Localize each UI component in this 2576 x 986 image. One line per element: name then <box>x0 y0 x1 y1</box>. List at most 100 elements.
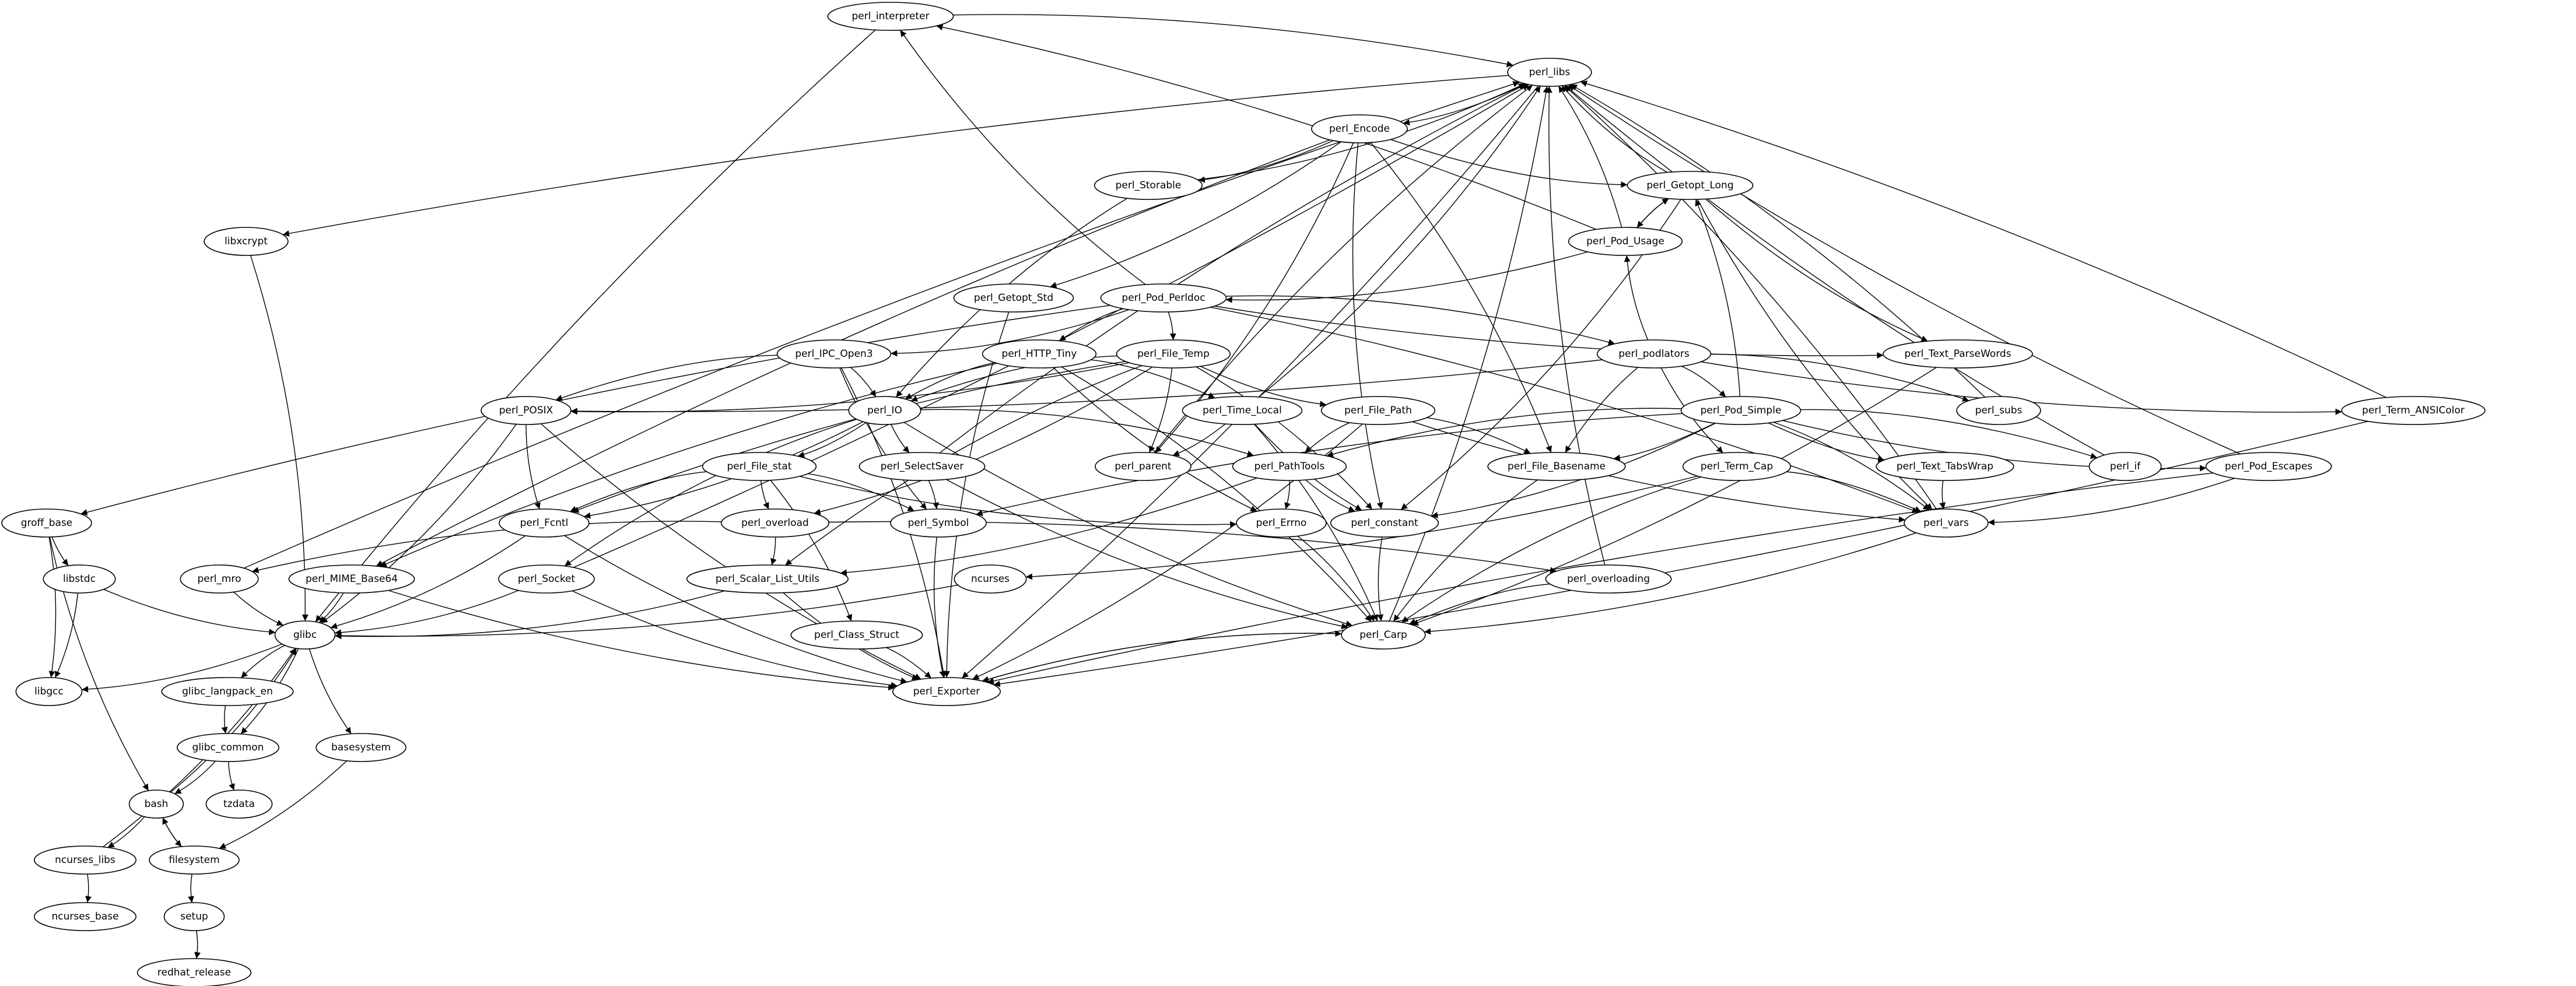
edge-perl_Pod_Perldoc-to-perl_File_Temp <box>1168 311 1176 341</box>
edge-perl_Pod_Perldoc-to-perl_HTTP_Tiny <box>1059 308 1124 342</box>
node-ncurses-base[interactable]: ncurses_base <box>34 902 136 931</box>
node-perl-socket[interactable]: perl_Socket <box>498 564 595 594</box>
node-perl-pathtools[interactable]: perl_PathTools <box>1232 452 1347 481</box>
node-perl-carp[interactable]: perl_Carp <box>1341 620 1426 650</box>
node-perl-overload[interactable]: perl_overload <box>720 508 830 538</box>
node-perl-time-local[interactable]: perl_Time_Local <box>1182 396 1303 425</box>
node-shape <box>1311 114 1408 143</box>
node-perl-overloading[interactable]: perl_overloading <box>1545 564 1672 594</box>
node-perl-scalar-list-utils[interactable]: perl_Scalar_List_Utils <box>686 564 849 594</box>
node-glibc[interactable]: glibc <box>274 620 336 650</box>
edge-filesystem-to-bash <box>162 817 182 847</box>
node-label: perl_libs <box>1529 66 1571 78</box>
node-label: perl_IPC_Open3 <box>795 348 872 360</box>
node-bash[interactable]: bash <box>128 789 184 819</box>
node-perl-parent[interactable]: perl_parent <box>1095 452 1191 481</box>
edge-perl_overloading-to-perl_libs <box>1545 86 1606 566</box>
node-perl-podlators[interactable]: perl_podlators <box>1596 339 1712 369</box>
node-perl-getopt-std[interactable]: perl_Getopt_Std <box>953 283 1074 313</box>
edge-perl_File_Path-to-perl_vars <box>1412 421 1905 523</box>
node-groff-base[interactable]: groff_base <box>1 508 92 538</box>
edge-perl_interpreter-to-perl_libs <box>953 14 1513 68</box>
node-perl-text-parsewords[interactable]: perl_Text_ParseWords <box>1883 339 2033 369</box>
edge-perl_POSIX-to-perl_Exporter <box>541 423 921 680</box>
node-perl-libs[interactable]: perl_libs <box>1507 58 1592 87</box>
node-perl-mro[interactable]: perl_mro <box>180 564 259 594</box>
node-perl-storable[interactable]: perl_Storable <box>1094 171 1203 200</box>
node-perl-errno[interactable]: perl_Errno <box>1236 508 1327 538</box>
edge-perl_Class_Struct-to-perl_Exporter <box>886 647 932 679</box>
node-ncurses-libs[interactable]: ncurses_libs <box>34 845 136 875</box>
node-perl-term-cap[interactable]: perl_Term_Cap <box>1682 452 1792 481</box>
node-perl-fcntl[interactable]: perl_Fcntl <box>499 508 590 538</box>
edge-perl_Exporter-to-perl_Carp <box>982 630 1342 682</box>
node-perl-pod-simple[interactable]: perl_Pod_Simple <box>1680 396 1802 425</box>
node-glibc-common[interactable]: glibc_common <box>176 733 279 762</box>
node-perl-selectsaver[interactable]: perl_SelectSaver <box>858 452 986 481</box>
node-ncurses[interactable]: ncurses <box>954 564 1027 594</box>
node-perl-encode[interactable]: perl_Encode <box>1311 114 1408 143</box>
node-label: glibc_common <box>192 742 264 753</box>
edge-perl_Pod_Perldoc-to-perl_IPC_Open3 <box>891 309 1130 357</box>
node-perl-pod-escapes[interactable]: perl_Pod_Escapes <box>2205 452 2332 481</box>
node-libgcc[interactable]: libgcc <box>15 677 83 706</box>
node-perl-getopt-long[interactable]: perl_Getopt_Long <box>1627 171 1754 200</box>
node-label: perl_overloading <box>1567 573 1650 585</box>
node-glibc-langpack-en[interactable]: glibc_langpack_en <box>161 677 294 706</box>
node-label: perl_File_stat <box>727 461 791 472</box>
node-perl-constant[interactable]: perl_constant <box>1330 508 1439 538</box>
node-label: perl_Class_Struct <box>814 629 899 641</box>
node-libstdc[interactable]: libstdc <box>43 564 116 594</box>
node-filesystem[interactable]: filesystem <box>149 845 240 875</box>
node-perl-file-basename[interactable]: perl_File_Basename <box>1487 452 1626 481</box>
node-shape <box>43 564 116 594</box>
node-basesystem[interactable]: basesystem <box>316 733 406 762</box>
edge-perl_podlators-to-perl_Pod_Usage <box>1624 255 1649 341</box>
edge-perl_IPC_Open3-to-perl_Symbol <box>839 367 927 510</box>
node-perl-vars[interactable]: perl_vars <box>1904 508 1989 538</box>
node-shape <box>1095 452 1191 481</box>
node-perl-mime-base64[interactable]: perl_MIME_Base64 <box>288 564 415 594</box>
node-perl-posix[interactable]: perl_POSIX <box>481 396 572 425</box>
node-redhat-release[interactable]: redhat_release <box>136 958 252 986</box>
edge-perl_Pod_Perldoc-to-perl_Text_ParseWords <box>1214 306 1884 359</box>
node-shape <box>136 958 252 986</box>
node-libxcrypt[interactable]: libxcrypt <box>204 227 289 256</box>
node-perl-ipc-open3[interactable]: perl_IPC_Open3 <box>776 339 892 369</box>
node-perl-pod-perldoc[interactable]: perl_Pod_Perldoc <box>1100 283 1227 313</box>
node-label: perl_overload <box>741 517 809 529</box>
node-shape <box>1094 171 1203 200</box>
edge-perl_Pod_Simple-to-perl_Getopt_Long <box>1695 199 1741 397</box>
edge-perl_Pod_Simple-to-perl_Text_TabsWrap <box>1768 422 1885 462</box>
node-perl-file-temp[interactable]: perl_File_Temp <box>1116 339 1231 369</box>
node-setup[interactable]: setup <box>163 902 225 931</box>
node-label: perl_File_Temp <box>1137 348 1210 360</box>
node-perl-if[interactable]: perl_if <box>2088 452 2162 481</box>
node-shape <box>982 339 1097 369</box>
node-shape <box>1487 452 1626 481</box>
node-perl-pod-usage[interactable]: perl_Pod_Usage <box>1568 227 1683 256</box>
node-shape <box>1341 620 1426 650</box>
node-perl-exporter[interactable]: perl_Exporter <box>892 677 1001 706</box>
node-label: perl_interpreter <box>851 10 929 22</box>
node-perl-http-tiny[interactable]: perl_HTTP_Tiny <box>982 339 1097 369</box>
node-perl-io[interactable]: perl_IO <box>848 396 921 425</box>
node-perl-symbol[interactable]: perl_Symbol <box>890 508 987 538</box>
edge-perl_File_Temp-to-perl_parent <box>1149 367 1173 453</box>
node-perl-class-struct[interactable]: perl_Class_Struct <box>790 620 923 650</box>
node-label: perl_podlators <box>1618 348 1690 360</box>
node-shape <box>1596 339 1712 369</box>
node-perl-file-path[interactable]: perl_File_Path <box>1320 396 1436 425</box>
node-perl-subs[interactable]: perl_subs <box>1956 396 2041 425</box>
edge-perl_Pod_Perldoc-to-perl_interpreter <box>900 30 1146 285</box>
node-shape <box>2088 452 2162 481</box>
node-label: perl_Encode <box>1329 123 1390 135</box>
node-perl-file-stat[interactable]: perl_File_stat <box>702 452 817 481</box>
node-perl-interpreter[interactable]: perl_interpreter <box>827 2 954 31</box>
node-perl-term-ansicolor[interactable]: perl_Term_ANSIColor <box>2341 396 2486 425</box>
node-perl-text-tabswrap[interactable]: perl_Text_TabsWrap <box>1876 452 2014 481</box>
node-tzdata[interactable]: tzdata <box>205 789 273 819</box>
node-label: perl_Text_TabsWrap <box>1897 461 1993 472</box>
edge-perl_Carp-to-perl_libs <box>1389 86 1550 622</box>
edge-perl_vars-to-perl_libs <box>1564 85 1937 510</box>
